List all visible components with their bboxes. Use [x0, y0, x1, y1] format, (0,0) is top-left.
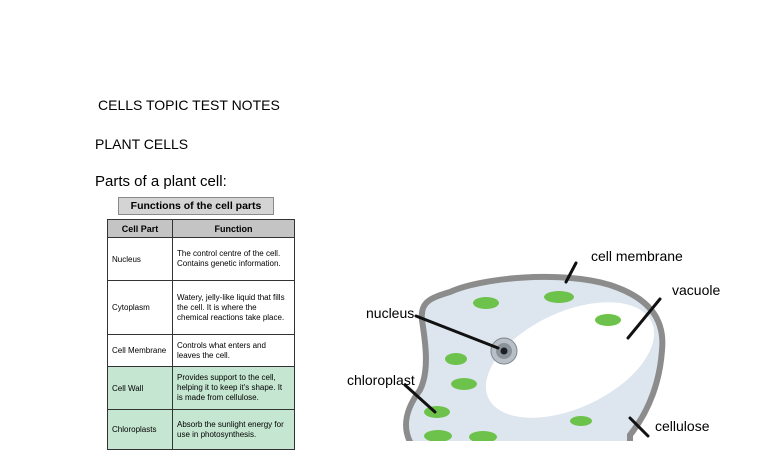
label-cell-membrane: cell membrane: [591, 248, 683, 264]
vacuole-shape: [485, 302, 655, 418]
cell-function: Provides support to the cell, helping it…: [172, 366, 295, 410]
cell-part: Chloroplasts: [107, 409, 173, 450]
header-cell-part: Cell Part: [107, 219, 173, 238]
label-nucleus: nucleus: [366, 305, 415, 321]
cell-parts-table: Cell Part Function Nucleus The control c…: [107, 219, 295, 450]
label-chloroplast: chloroplast: [347, 372, 415, 388]
table-header-row: Cell Part Function: [107, 219, 295, 238]
subsection-heading: Parts of a plant cell:: [95, 173, 227, 190]
table-row: Cell Wall Provides support to the cell, …: [107, 366, 295, 410]
leader-lines: [403, 261, 662, 438]
table-caption: Functions of the cell parts: [118, 197, 274, 215]
table-row: Nucleus The control centre of the cell. …: [107, 237, 295, 281]
cell-part: Cell Membrane: [107, 334, 173, 367]
section-heading: PLANT CELLS: [95, 136, 189, 152]
cell-function: Controls what enters and leaves the cell…: [172, 334, 295, 367]
label-cellulose: cellulose: [655, 418, 710, 434]
plant-cell-diagram: [402, 261, 666, 441]
chloroplasts: [424, 291, 621, 441]
document-title: CELLS TOPIC TEST NOTES: [98, 97, 280, 113]
cell-part: Nucleus: [107, 237, 173, 281]
table-row: Cell Membrane Controls what enters and l…: [107, 334, 295, 367]
table-row: Chloroplasts Absorb the sunlight energy …: [107, 409, 295, 450]
cell-function: The control centre of the cell. Contains…: [172, 237, 295, 281]
cell-function: Absorb the sunlight energy for use in ph…: [172, 409, 295, 450]
cell-part: Cytoplasm: [107, 280, 173, 335]
label-vacuole: vacuole: [672, 282, 721, 298]
cell-part: Cell Wall: [107, 366, 173, 410]
header-function: Function: [172, 219, 295, 238]
cell-function: Watery, jelly-like liquid that fills the…: [172, 280, 295, 335]
table-row: Cytoplasm Watery, jelly-like liquid that…: [107, 280, 295, 335]
